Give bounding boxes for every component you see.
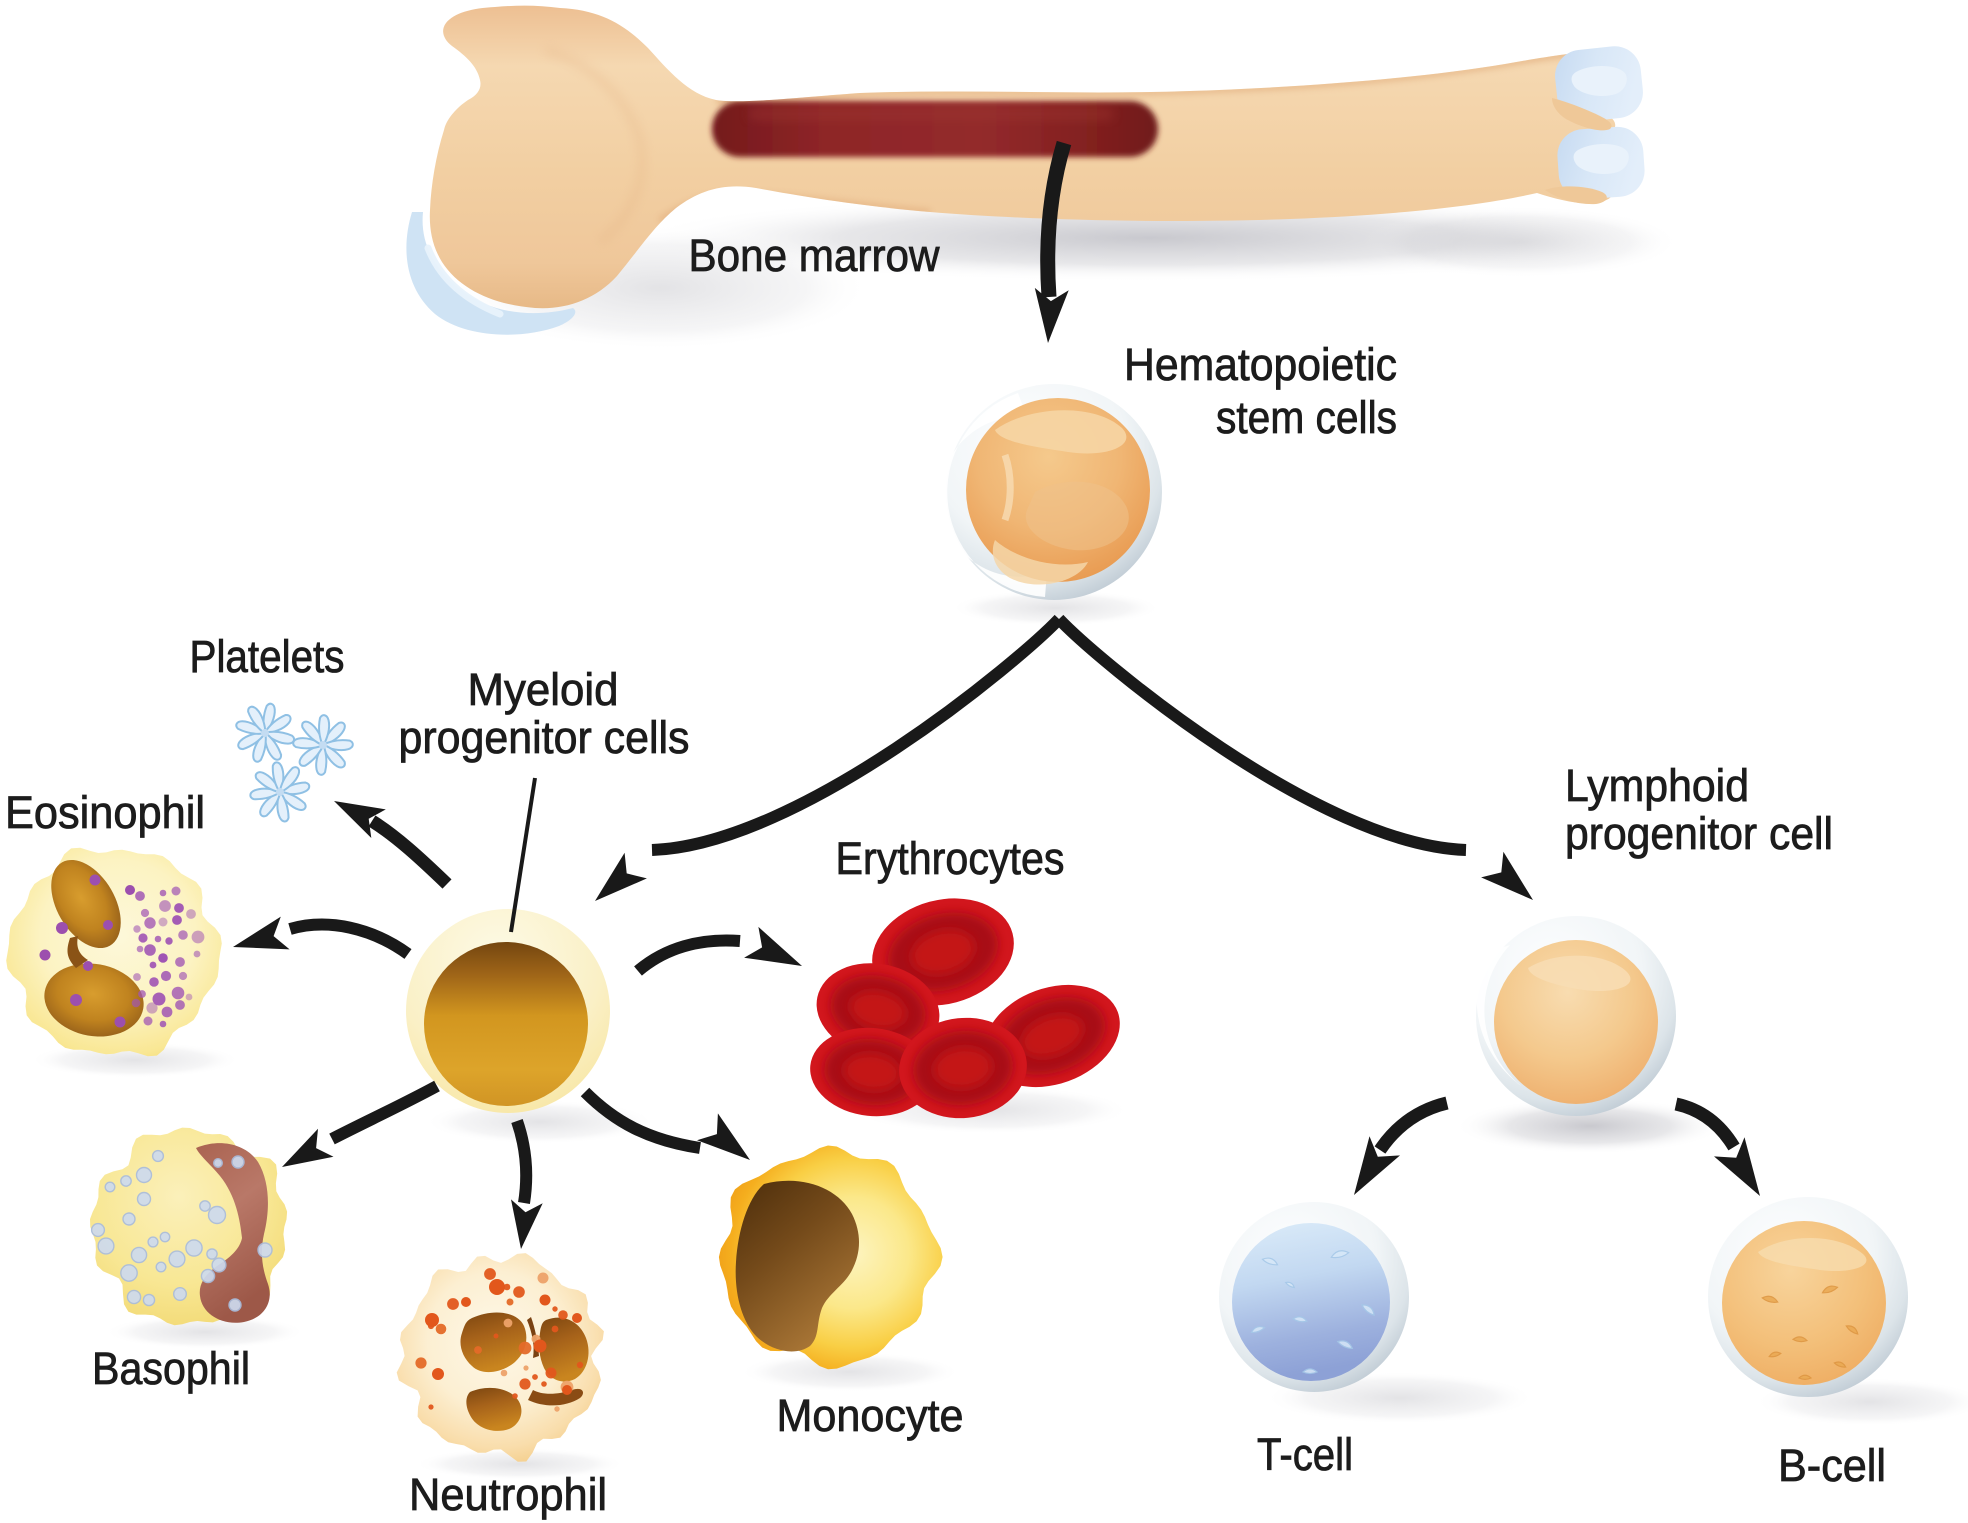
svg-text:Basophil: Basophil <box>92 1343 250 1394</box>
svg-text:progenitor cell: progenitor cell <box>1565 808 1833 859</box>
svg-text:T-cell: T-cell <box>1257 1429 1353 1480</box>
svg-text:stem cells: stem cells <box>1216 392 1397 443</box>
svg-text:Eosinophil: Eosinophil <box>5 787 205 838</box>
svg-text:Myeloid: Myeloid <box>468 664 619 715</box>
svg-text:progenitor cells: progenitor cells <box>399 712 690 763</box>
svg-text:Bone marrow: Bone marrow <box>689 230 940 281</box>
svg-text:Platelets: Platelets <box>190 631 345 682</box>
svg-text:B-cell: B-cell <box>1778 1440 1886 1491</box>
svg-text:Monocyte: Monocyte <box>777 1390 964 1441</box>
svg-text:Neutrophil: Neutrophil <box>409 1469 607 1520</box>
svg-text:Lymphoid: Lymphoid <box>1565 760 1749 811</box>
svg-text:Erythrocytes: Erythrocytes <box>836 833 1065 884</box>
svg-text:Hematopoietic: Hematopoietic <box>1124 339 1397 390</box>
